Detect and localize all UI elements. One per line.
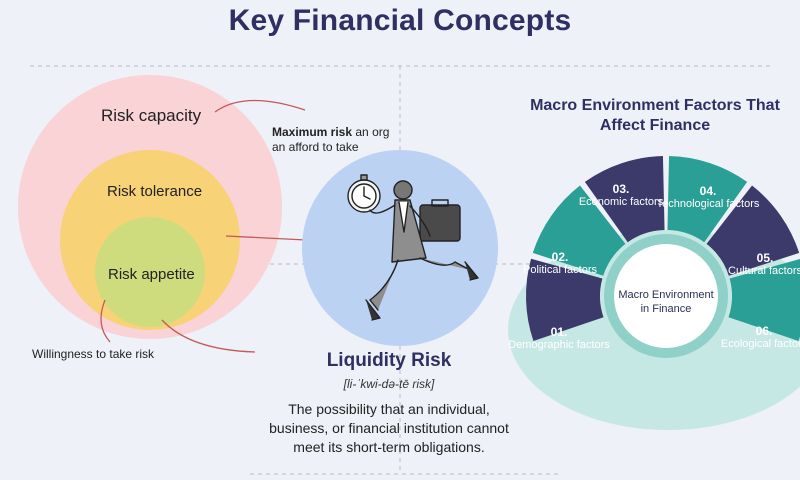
factor-segment-5 <box>706 185 800 276</box>
max-risk-line2: an afford to take <box>272 140 359 154</box>
factor-05-num: 05. <box>756 251 774 265</box>
macro-factor-ring <box>526 156 800 342</box>
liquidity-title: Liquidity Risk <box>326 350 452 371</box>
factor-05-label: Cultural factors <box>728 265 800 277</box>
risk-tolerance-label: Risk tolerance <box>107 183 203 200</box>
factor-01-label: Demographic factors <box>508 339 610 351</box>
factor-03-num: 03. <box>612 182 630 196</box>
factor-02-num: 02. <box>551 250 569 264</box>
factor-04: 04. Technological factors <box>657 185 760 211</box>
macro-title: Macro Environment Factors That Affect Fi… <box>530 97 780 134</box>
max-risk-rest: an org <box>352 125 390 139</box>
factor-segment-4 <box>667 156 748 243</box>
tolerance-connector <box>225 235 307 241</box>
briefcase-icon <box>419 204 461 242</box>
macro-center-label: Macro Environment in Finance <box>618 289 714 315</box>
factor-segment-1 <box>526 258 604 342</box>
willingness-connector <box>100 299 111 343</box>
factor-03-label: Economic factors <box>578 196 664 208</box>
liquidity-description: The possibility that an individual, busi… <box>269 401 509 455</box>
factor-06: 06. Ecological factors <box>721 325 800 351</box>
factor-segment-3 <box>584 156 665 243</box>
risk-capacity-label: Risk capacity <box>101 106 202 125</box>
willingness-annotation: Willingness to take risk <box>32 347 155 361</box>
liquidity-pronunciation: [li-ˈkwi-də-tē risk] <box>343 377 435 391</box>
max-risk-bold: Maximum risk <box>272 125 353 139</box>
risk-appetite-circle <box>95 217 205 327</box>
factor-02-label: Political factors <box>523 264 597 276</box>
factor-01: 01. Demographic factors <box>508 326 610 352</box>
factor-01-num: 01. <box>550 325 568 339</box>
factor-06-num: 06. <box>755 324 773 338</box>
factor-04-label: Technological factors <box>656 198 760 210</box>
risk-appetite-label: Risk appetite <box>108 266 195 283</box>
factor-06-label: Ecological factors <box>720 338 800 350</box>
max-risk-annotation: Maximum risk an org an afford to take <box>272 125 389 155</box>
factor-02: 02. Political factors <box>523 251 597 277</box>
factor-05: 05. Cultural factors <box>728 252 800 278</box>
running-man-illustration <box>347 174 479 321</box>
factor-segment-6 <box>728 259 800 342</box>
capacity-connector <box>214 99 306 113</box>
factor-segment-2 <box>532 185 626 276</box>
factor-04-num: 04. <box>699 184 717 198</box>
appetite-connector <box>161 319 256 353</box>
page-title: Key Financial Concepts <box>228 4 572 37</box>
macro-center-circle <box>614 244 718 348</box>
factor-03: 03. Economic factors <box>579 183 663 209</box>
